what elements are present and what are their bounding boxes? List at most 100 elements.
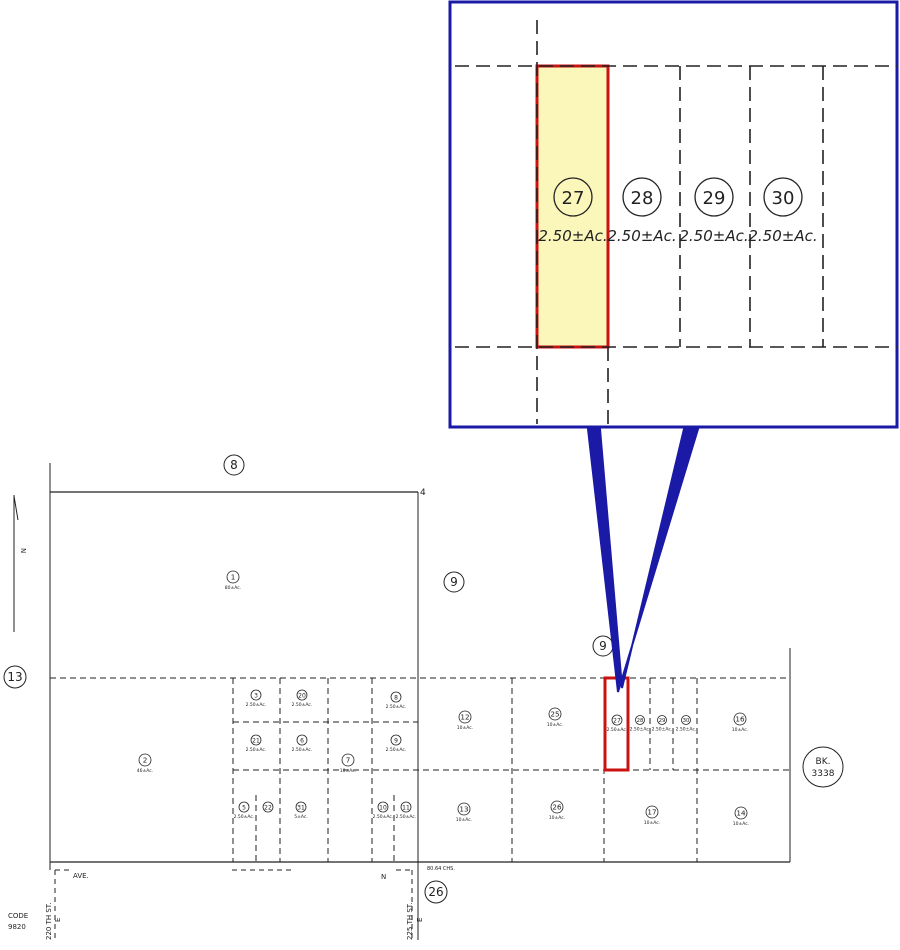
parcel-area: 10±Ac. bbox=[549, 815, 565, 821]
parcel-number: 12 bbox=[460, 713, 469, 722]
parcel-31[interactable]: 315±Ac. bbox=[294, 801, 308, 820]
parcel-7[interactable]: 710±Ac. bbox=[340, 753, 356, 774]
parcel-circle bbox=[296, 689, 308, 701]
parcel-circle bbox=[645, 805, 659, 819]
parcel-labels: 180±Ac. 246±Ac. 32.50±Ac. 20 2.50±Ac. 21 2.50±… bbox=[137, 570, 749, 827]
parcel-number: 8 bbox=[394, 694, 398, 701]
parcel-circle bbox=[657, 715, 667, 725]
parcel-1[interactable]: 180±Ac. bbox=[225, 570, 241, 591]
zoom-parcel-area: 2.50±Ac. bbox=[679, 227, 748, 245]
highlighted-parcel-27-zoom[interactable] bbox=[535, 64, 610, 349]
road-note: 80.64 CHS. bbox=[427, 866, 455, 872]
parcel-circle bbox=[262, 801, 274, 813]
parcel-area: 2.50±Ac. bbox=[246, 747, 267, 753]
zoom-parcel-28[interactable]: 282.50±Ac. bbox=[607, 177, 677, 245]
zoom-parcel-circle bbox=[553, 177, 593, 217]
parcel-26[interactable]: 26 10±Ac. bbox=[549, 800, 565, 821]
parcel-area: 2.50±Ac. bbox=[607, 727, 628, 733]
zoom-parcel-area: 2.50±Ac. bbox=[607, 227, 676, 245]
parcel-11[interactable]: 112.50±Ac. bbox=[396, 801, 417, 820]
parcel-number: 11 bbox=[402, 804, 410, 811]
parcel-number: 16 bbox=[735, 715, 745, 724]
parcel-8[interactable]: 8 2.50±Ac. bbox=[386, 691, 407, 710]
parcel-6[interactable]: 6 2.50±Ac. bbox=[292, 734, 313, 753]
parcel-circle bbox=[458, 710, 472, 724]
zoom-inset: 272.50±Ac.282.50±Ac.292.50±Ac.302.50±Ac. bbox=[448, 0, 899, 429]
zoom-parcel-30[interactable]: 302.50±Ac. bbox=[748, 177, 818, 245]
parcel-20[interactable]: 20 2.50±Ac. bbox=[292, 689, 313, 708]
parcel-number: 30 bbox=[683, 718, 690, 724]
parcel-number: 10 bbox=[379, 804, 387, 811]
zoom-parcel-circle bbox=[622, 177, 662, 217]
parcel-circle bbox=[400, 801, 412, 813]
parcel-area: 2.50±Ac. bbox=[373, 814, 394, 820]
parcel-number: 14 bbox=[736, 809, 746, 818]
parcel-14[interactable]: 14 10±Ac. bbox=[733, 806, 749, 827]
parcel-30[interactable]: 30 2.50±Ac. bbox=[676, 715, 697, 733]
parcel-area: 10±Ac. bbox=[733, 821, 749, 827]
parcel-5[interactable]: 52.50±Ac. bbox=[234, 801, 255, 820]
parcel-number: 20 bbox=[298, 692, 306, 699]
parcel-area: 2.50±Ac. bbox=[246, 702, 267, 708]
parcel-number: 13 bbox=[459, 805, 468, 814]
parcel-area: 2.50±Ac. bbox=[292, 702, 313, 708]
parcel-dashed-lines bbox=[50, 677, 790, 862]
parcel-circle bbox=[611, 714, 623, 726]
parcel-circle bbox=[377, 801, 389, 813]
parcel-circle bbox=[548, 707, 562, 721]
parcel-circle bbox=[295, 801, 307, 813]
parcel-number: 26 bbox=[552, 803, 562, 812]
parcel-area: 2.50±Ac. bbox=[292, 747, 313, 753]
street-220: 220 TH ST. bbox=[45, 903, 53, 940]
parcel-area: 2.50±Ac. bbox=[386, 704, 407, 710]
ave-label: AVE. bbox=[73, 872, 89, 880]
ave-suffix: N bbox=[381, 873, 386, 881]
neighbor-top: 8 bbox=[230, 458, 238, 472]
parcel-number: 29 bbox=[659, 718, 666, 724]
parcel-circle bbox=[296, 734, 308, 746]
parcel-number: 27 bbox=[613, 717, 621, 724]
parcel-3[interactable]: 32.50±Ac. bbox=[246, 689, 267, 708]
parcel-circle bbox=[226, 570, 240, 584]
parcel-circle bbox=[138, 753, 152, 767]
neighbor-right-mid: 9 bbox=[450, 575, 458, 589]
parcel-number: 9 bbox=[394, 737, 398, 744]
parcel-29[interactable]: 292.50±Ac. bbox=[652, 715, 673, 733]
code-label: CODE 9820 bbox=[8, 912, 28, 931]
parcel-number: 6 bbox=[300, 737, 304, 744]
parcel-10[interactable]: 10 2.50±Ac. bbox=[373, 801, 394, 820]
zoom-parcel-27[interactable]: 272.50±Ac. bbox=[538, 177, 608, 245]
parcel-number: 21 bbox=[252, 737, 260, 744]
parcel-circle bbox=[457, 802, 471, 816]
parcel-number: 2 bbox=[143, 756, 148, 765]
parcel-number: 17 bbox=[647, 808, 656, 817]
parcel-area: 10±Ac. bbox=[732, 727, 748, 733]
zoom-parcel-circle bbox=[694, 177, 734, 217]
parcel-27[interactable]: 27 2.50±Ac. bbox=[607, 714, 628, 733]
zoom-parcel-area: 2.50±Ac. bbox=[748, 227, 817, 245]
parcel-area: 2.50±Ac. bbox=[676, 727, 697, 733]
parcel-area: 80±Ac. bbox=[225, 585, 241, 591]
zoom-parcel-area: 2.50±Ac. bbox=[538, 227, 607, 245]
parcel-21[interactable]: 21 2.50±Ac. bbox=[246, 734, 267, 753]
parcel-area: 2.50±Ac. bbox=[234, 814, 255, 820]
parcel-number: 7 bbox=[346, 756, 351, 765]
zoom-labels: 272.50±Ac.282.50±Ac.292.50±Ac.302.50±Ac. bbox=[538, 177, 818, 245]
parcel-16[interactable]: 16 10±Ac. bbox=[732, 712, 748, 733]
svg-text:9820: 9820 bbox=[8, 923, 26, 931]
parcel-circle bbox=[681, 715, 691, 725]
zoom-parcel-29[interactable]: 292.50±Ac. bbox=[679, 177, 749, 245]
parcel-area: 2.50±Ac. bbox=[630, 727, 651, 733]
svg-text:CODE: CODE bbox=[8, 912, 28, 920]
callout-pointer bbox=[586, 428, 700, 693]
parcel-area: 5±Ac. bbox=[294, 814, 308, 820]
parcel-9[interactable]: 92.50±Ac. bbox=[386, 734, 407, 753]
parcel-circle bbox=[250, 734, 262, 746]
parcel-2[interactable]: 246±Ac. bbox=[137, 753, 153, 774]
parcel-28[interactable]: 282.50±Ac. bbox=[630, 715, 651, 733]
parcel-22[interactable]: 22 bbox=[262, 801, 274, 813]
